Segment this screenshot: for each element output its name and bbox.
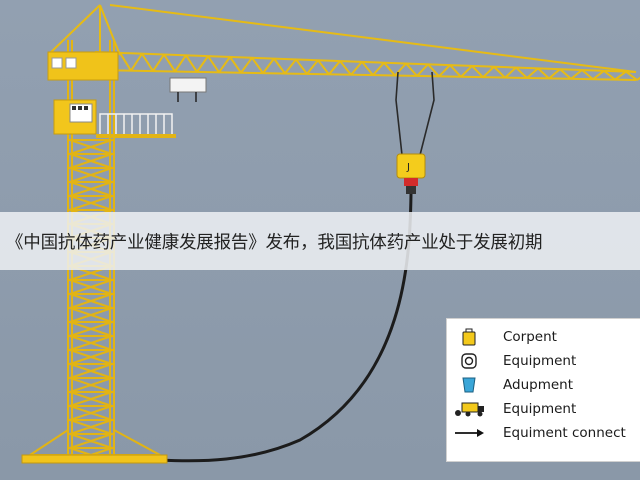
news-banner: 《中国抗体药产业健康发展报告》发布，我国抗体药产业处于发展初期	[0, 212, 640, 270]
gear-badge-icon	[447, 350, 491, 372]
legend-label: Adupment	[503, 377, 573, 393]
svg-text:J: J	[406, 162, 410, 173]
legend-item: Equipment	[447, 349, 640, 373]
legend-item: Equiment connect	[447, 421, 640, 445]
cup-icon	[447, 374, 491, 396]
trolley	[169, 77, 207, 102]
banner-headline: 《中国抗体药产业健康发展报告》发布，我国抗体药产业处于发展初期	[6, 232, 543, 253]
legend-label: Corpent	[503, 329, 557, 345]
legend-label: Equipment	[503, 353, 577, 369]
legend-item: Adupment	[447, 373, 640, 397]
briefcase-icon	[447, 326, 491, 348]
crane-apex	[47, 4, 121, 56]
legend-item: Corpent	[447, 325, 640, 349]
hook-block: J	[396, 153, 426, 194]
truck-icon	[447, 398, 491, 420]
operator-cabin	[53, 99, 97, 135]
legend-label: Equipment	[503, 401, 577, 417]
crane-jib	[94, 4, 640, 81]
arrow-right-icon	[447, 422, 491, 444]
hoist-ropes	[395, 71, 435, 156]
legend-panel: Corpent Equipment Adupment Equipment Equ…	[446, 318, 640, 462]
legend-label: Equiment connect	[503, 425, 626, 441]
legend-item: Equipment	[447, 397, 640, 421]
